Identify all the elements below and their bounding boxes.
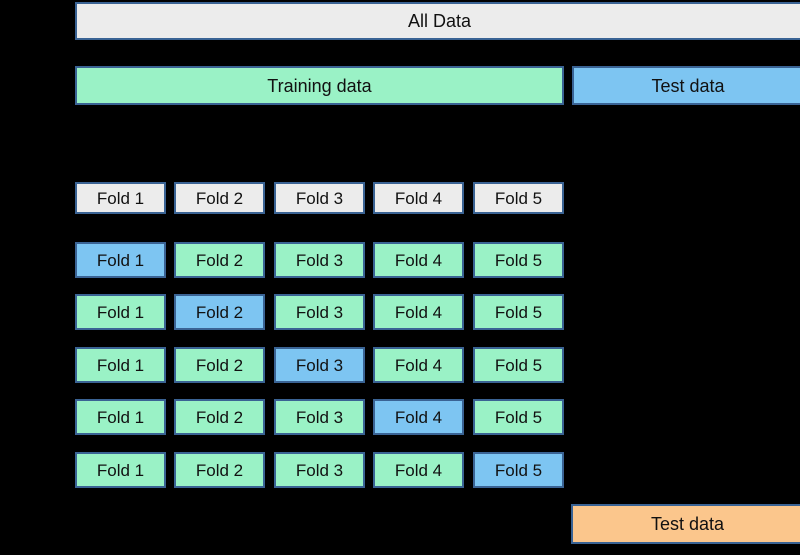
split4-fold1: Fold 1 [75, 399, 166, 435]
split1-fold3: Fold 3 [274, 242, 365, 278]
split3-fold1: Fold 1 [75, 347, 166, 383]
split2-fold5: Fold 5 [473, 294, 564, 330]
split5-fold4: Fold 4 [373, 452, 464, 488]
split2-fold3: Fold 3 [274, 294, 365, 330]
split4-fold3: Fold 3 [274, 399, 365, 435]
split2-fold4: Fold 4 [373, 294, 464, 330]
split1-fold4: Fold 4 [373, 242, 464, 278]
test-data-bar: Test data [572, 66, 800, 105]
split4-fold2: Fold 2 [174, 399, 265, 435]
fold-header-4: Fold 4 [373, 182, 464, 214]
split4-fold4-validation: Fold 4 [373, 399, 464, 435]
training-data-bar: Training data [75, 66, 564, 105]
final-test-data-bar: Test data [571, 504, 800, 544]
split1-fold1-validation: Fold 1 [75, 242, 166, 278]
split3-fold2: Fold 2 [174, 347, 265, 383]
all-data-bar: All Data [75, 2, 800, 40]
split1-fold5: Fold 5 [473, 242, 564, 278]
split3-fold5: Fold 5 [473, 347, 564, 383]
split5-fold5-validation: Fold 5 [473, 452, 564, 488]
split2-fold1: Fold 1 [75, 294, 166, 330]
split5-fold3: Fold 3 [274, 452, 365, 488]
fold-header-5: Fold 5 [473, 182, 564, 214]
fold-header-2: Fold 2 [174, 182, 265, 214]
split5-fold1: Fold 1 [75, 452, 166, 488]
fold-header-1: Fold 1 [75, 182, 166, 214]
split4-fold5: Fold 5 [473, 399, 564, 435]
split3-fold3-validation: Fold 3 [274, 347, 365, 383]
fold-header-3: Fold 3 [274, 182, 365, 214]
split2-fold2-validation: Fold 2 [174, 294, 265, 330]
split1-fold2: Fold 2 [174, 242, 265, 278]
split5-fold2: Fold 2 [174, 452, 265, 488]
split3-fold4: Fold 4 [373, 347, 464, 383]
